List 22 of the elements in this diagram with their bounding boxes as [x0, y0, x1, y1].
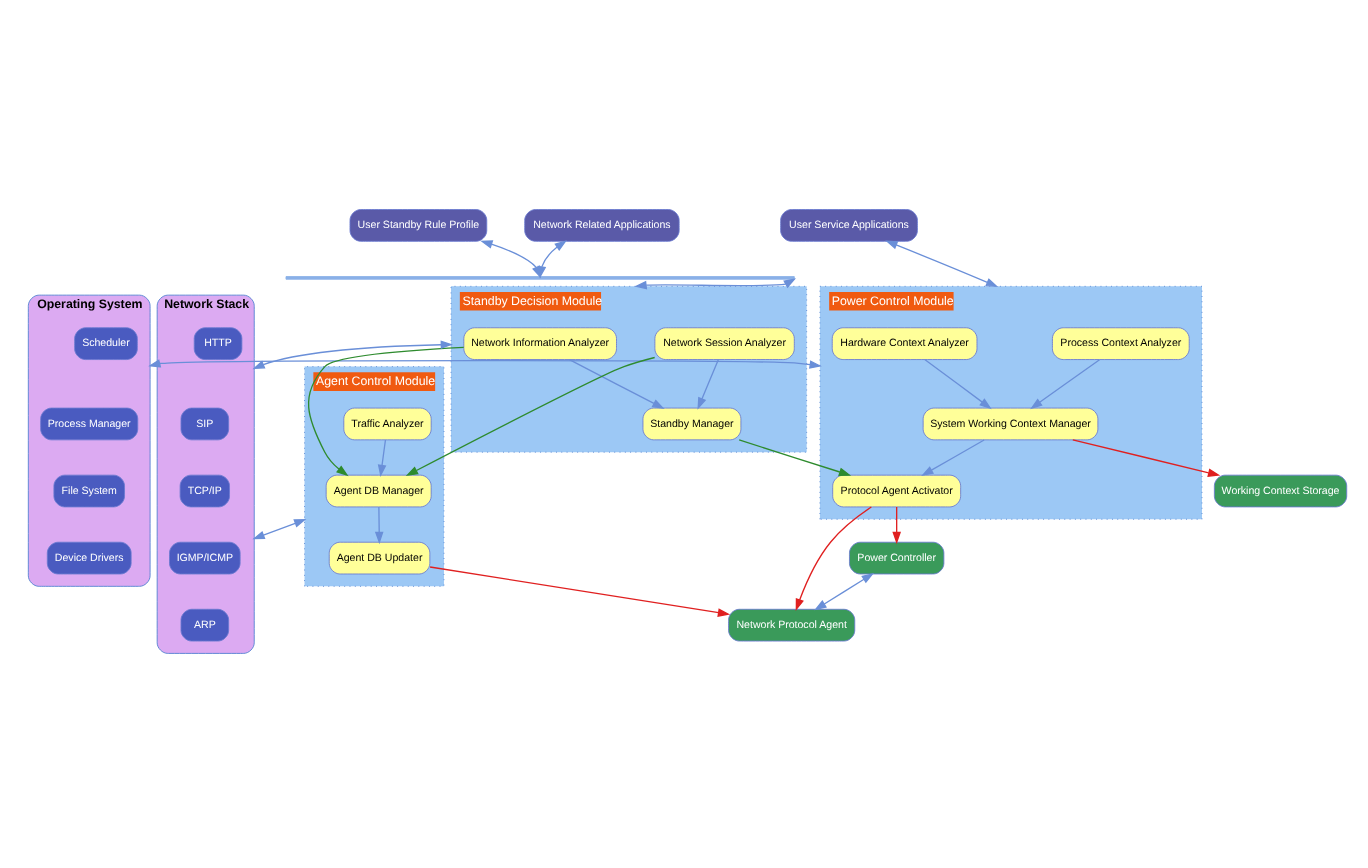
arrow: [252, 339, 454, 369]
arrow: [480, 239, 541, 278]
arrow: [429, 565, 731, 616]
node-bar: [285, 275, 795, 279]
arrow: [892, 505, 901, 544]
arrow: [814, 572, 874, 610]
arrow: [377, 438, 387, 477]
arrow: [1072, 438, 1221, 476]
arrow: [374, 505, 384, 544]
arrow: [921, 438, 985, 476]
arrow: [308, 345, 465, 476]
arrow: [568, 358, 665, 408]
arrow: [148, 358, 822, 368]
arrow: [738, 438, 852, 476]
arrow: [697, 358, 719, 409]
arrow: [924, 358, 992, 409]
arrow: [795, 505, 872, 611]
arrow: [885, 239, 999, 287]
arrow: [252, 518, 307, 539]
arrow: [405, 355, 656, 476]
arrow: [634, 277, 797, 289]
arrow: [1030, 358, 1101, 409]
